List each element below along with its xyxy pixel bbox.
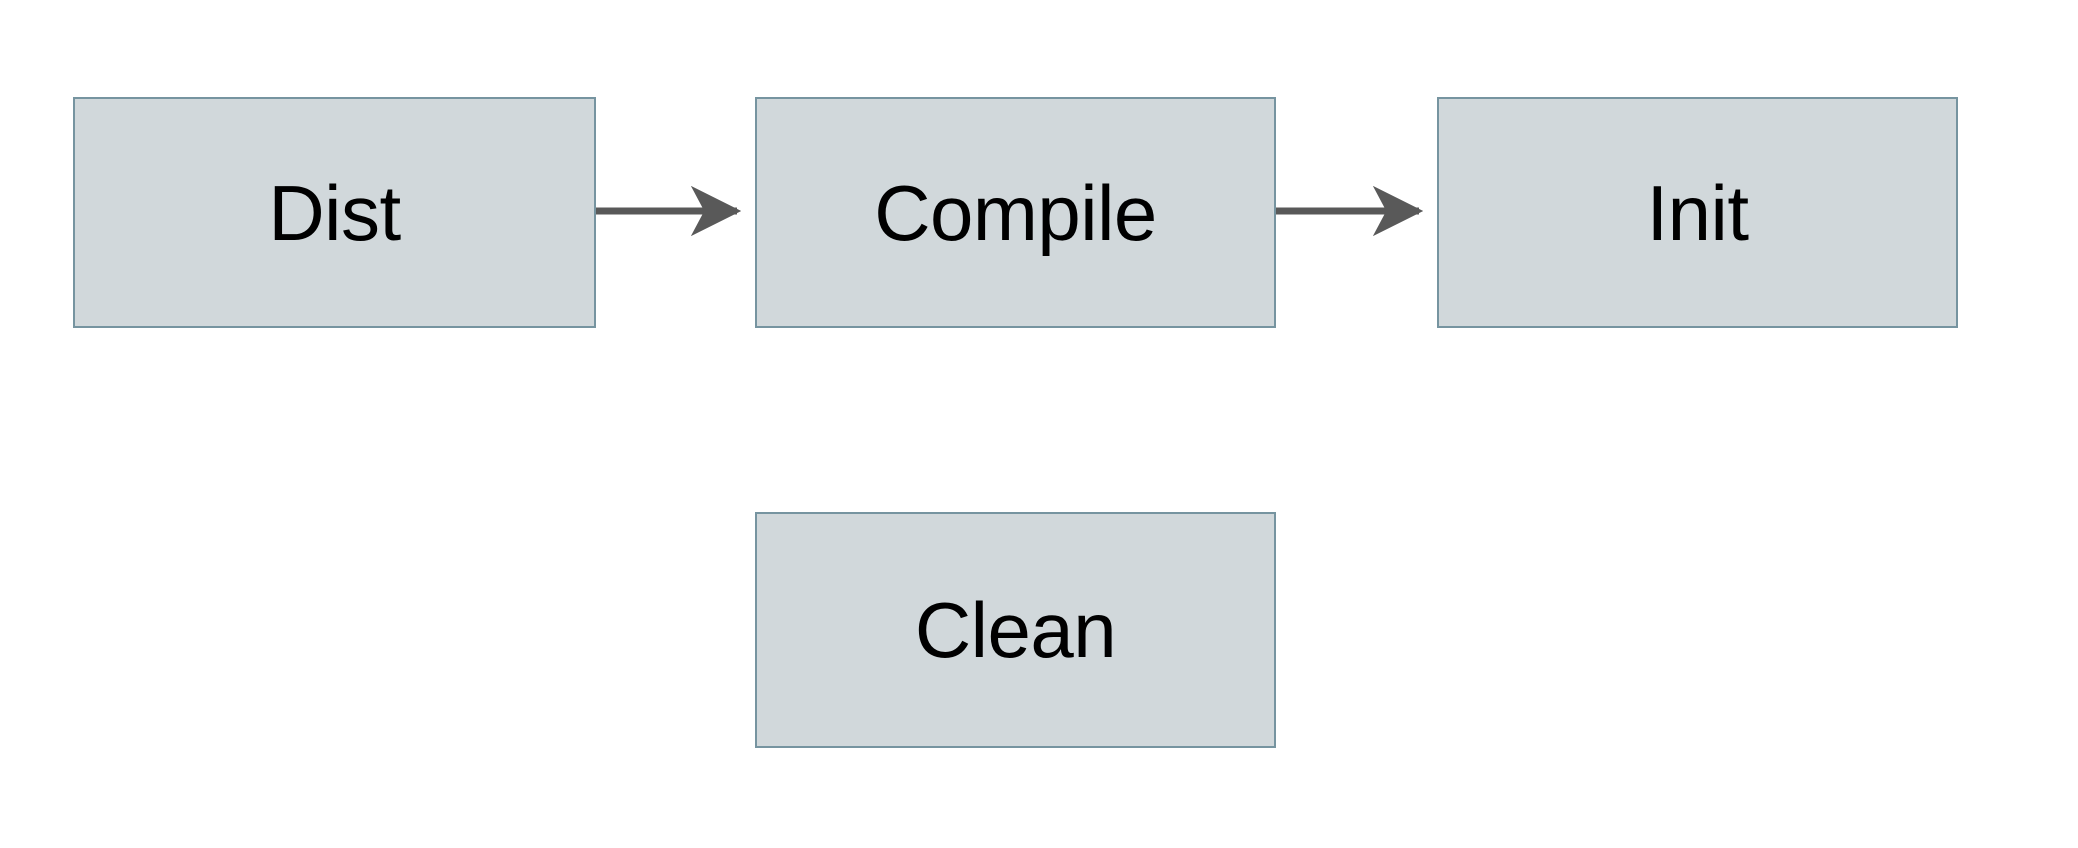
node-init[interactable]: Init [1437,97,1958,328]
node-label-dist: Dist [268,168,401,257]
node-label-clean: Clean [914,586,1117,674]
node-clean[interactable]: Clean [755,512,1276,748]
node-label-init: Init [1646,168,1749,257]
node-label-compile: Compile [874,168,1157,257]
node-compile[interactable]: Compile [755,97,1276,328]
node-dist[interactable]: Dist [73,97,596,328]
